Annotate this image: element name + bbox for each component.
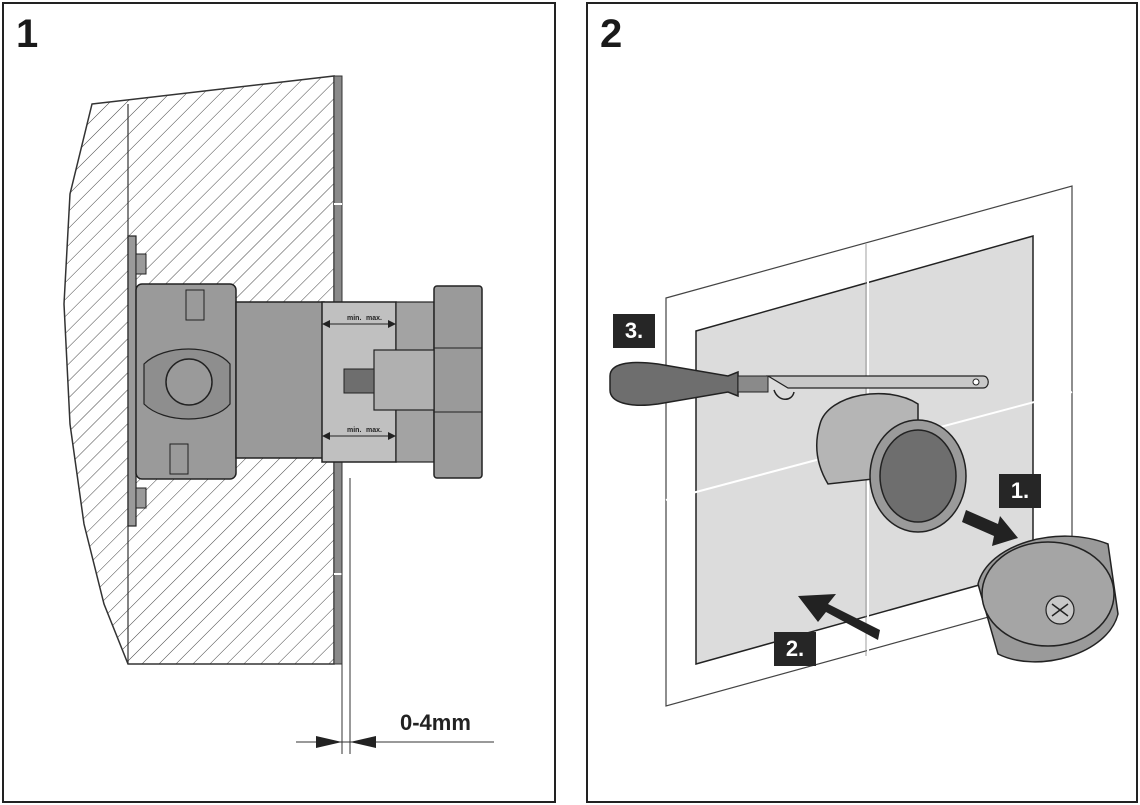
assembly-illustration <box>609 185 1119 707</box>
step-badge-3: 3. <box>613 314 655 348</box>
panel-number: 2 <box>600 12 623 56</box>
max-label-bottom: max. <box>366 427 382 434</box>
panel-number: 1 <box>16 12 39 56</box>
panel-step-2: 2 <box>586 2 1138 803</box>
step-badge-1: 1. <box>999 474 1041 508</box>
dimension-label: 0-4mm <box>400 710 471 735</box>
step-badge-2: 2. <box>774 632 816 666</box>
max-label-top: max. <box>366 315 382 322</box>
dimension-arrow-right <box>350 736 376 748</box>
dimension-arrow-left <box>316 736 342 748</box>
panel-step-1: 1 <box>2 2 556 803</box>
arrow-icon <box>798 594 880 640</box>
hacksaw-icon <box>765 375 989 400</box>
wall-section-illustration: min. max. min. max. <box>63 75 494 754</box>
arrow-icon <box>962 510 1018 546</box>
mounting-plate <box>127 235 137 527</box>
screwdriver-icon <box>609 361 769 406</box>
screw-head-icon <box>1045 595 1075 625</box>
cover-cap <box>977 535 1119 663</box>
min-label-top: min. <box>347 315 361 322</box>
cartridge-cap <box>433 285 483 479</box>
min-label-bottom: min. <box>347 427 361 434</box>
valve-port <box>165 358 213 406</box>
valve-extension <box>815 392 967 533</box>
